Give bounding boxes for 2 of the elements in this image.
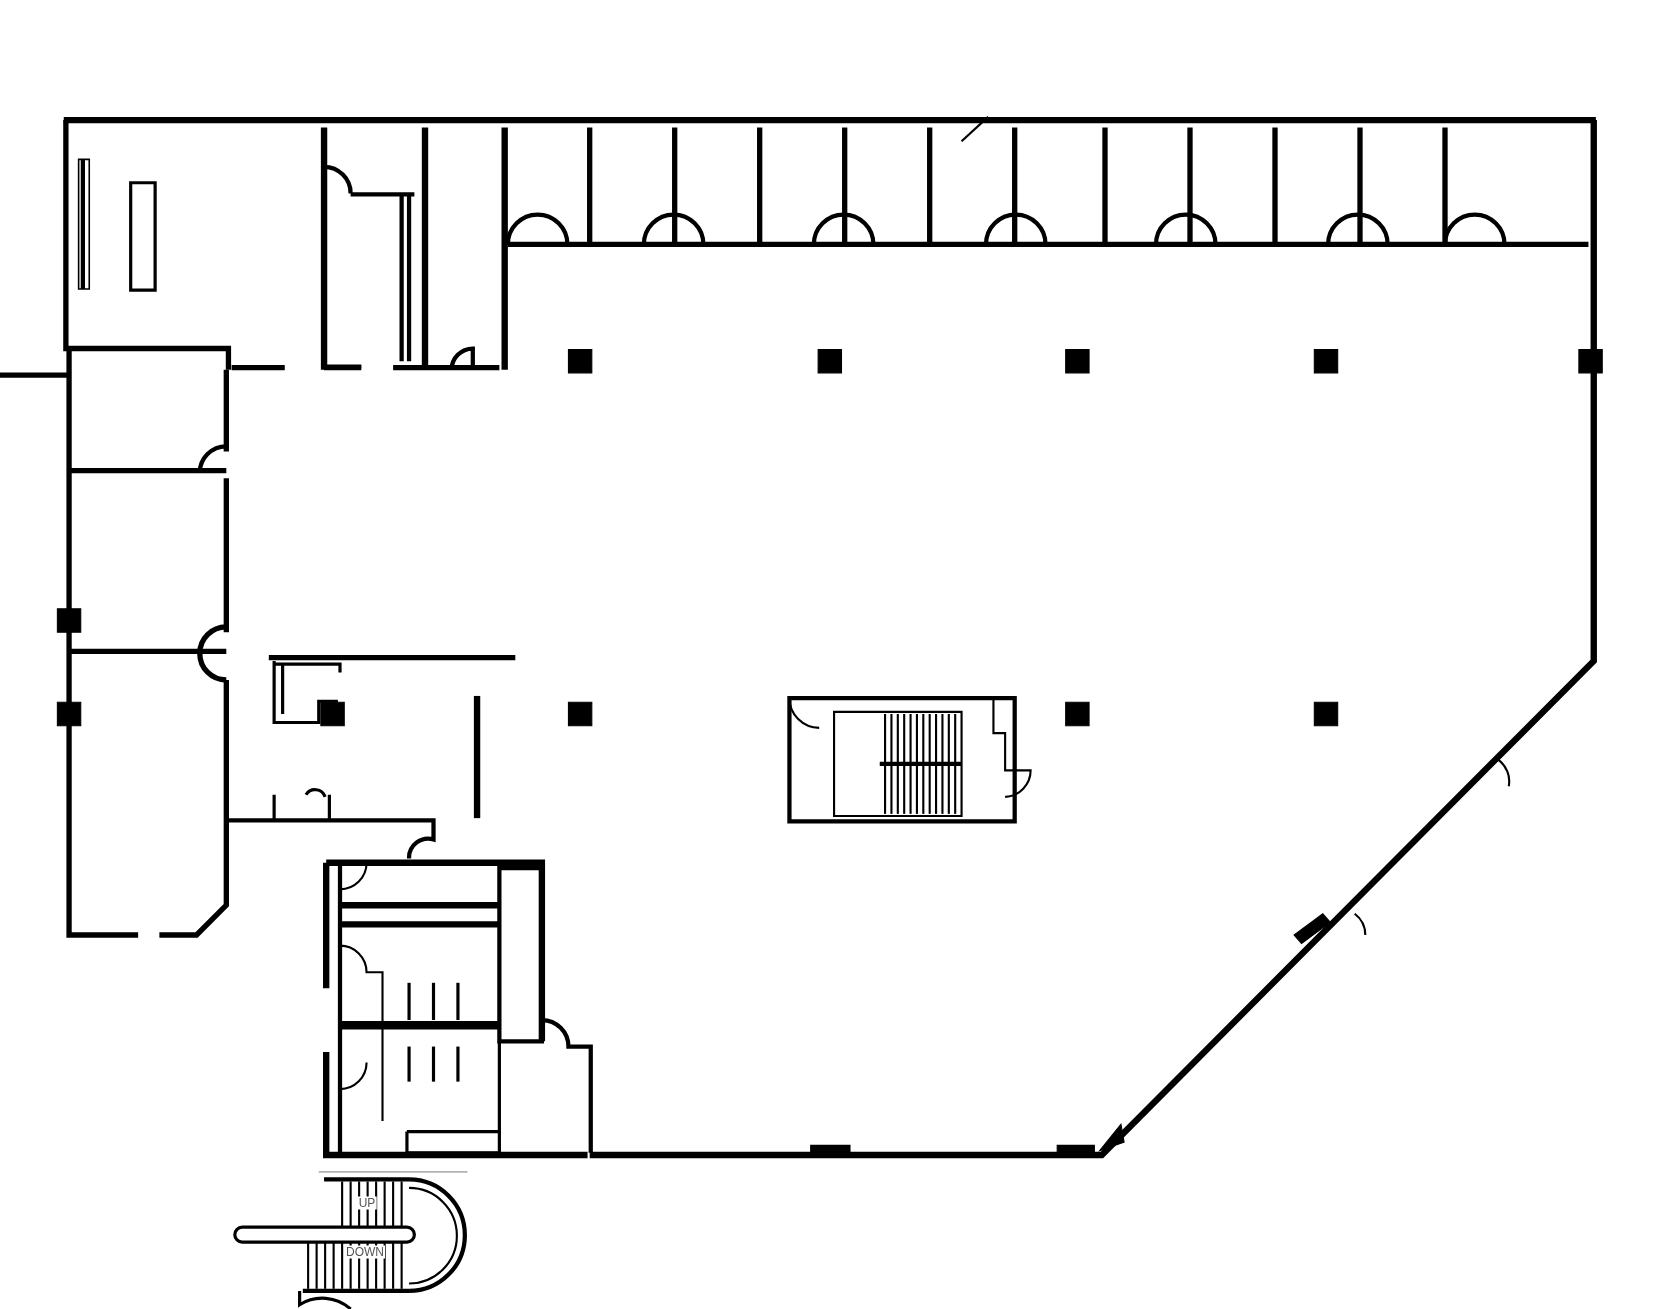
stair-direction-label: UP [357, 1196, 377, 1210]
stair-direction-label: DOWN [345, 1245, 385, 1259]
